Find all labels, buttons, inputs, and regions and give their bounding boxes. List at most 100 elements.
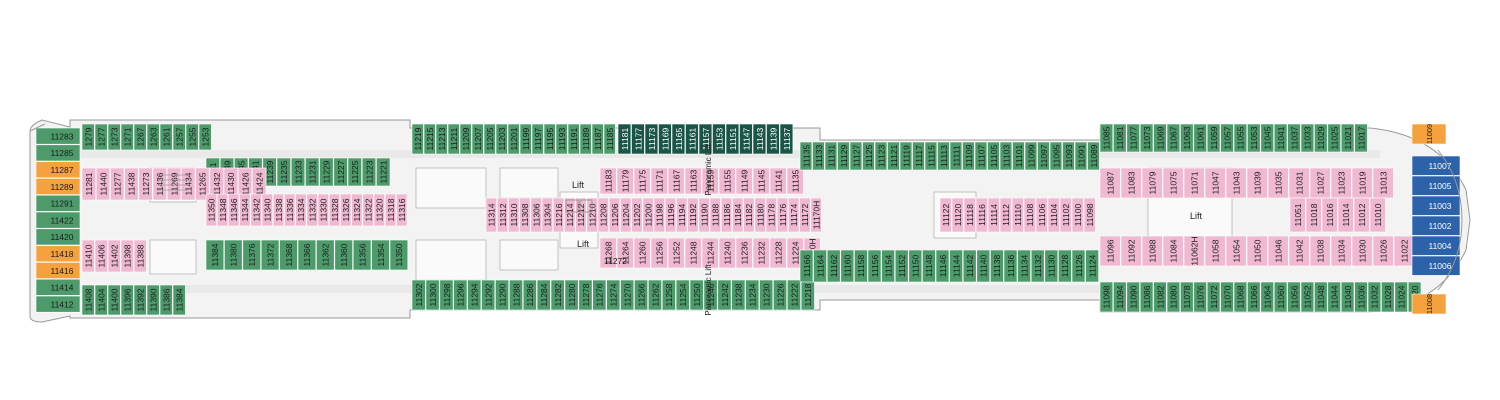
cabin-11136[interactable]: 11136 (1003, 249, 1018, 283)
cabin-11003[interactable]: 11003 (1411, 195, 1461, 216)
cabin-11184[interactable]: 11184 (732, 197, 744, 233)
cabin-11304[interactable]: 11304 (541, 197, 553, 233)
cabin-11155[interactable]: 11155 (718, 167, 736, 195)
cabin-11206[interactable]: 11206 (608, 197, 621, 233)
cabin-11410[interactable]: 11410 (81, 239, 95, 273)
cabin-11288[interactable]: 11288 (508, 279, 523, 311)
cabin-11070[interactable]: 11070 (1220, 281, 1234, 313)
cabin-11183[interactable]: 11183 (599, 167, 617, 195)
cabin-11404[interactable]: 11404 (94, 284, 108, 316)
cabin-11141[interactable]: 11141 (769, 167, 787, 195)
cabin-11124[interactable]: 11124 (1085, 249, 1099, 283)
cabin-11235[interactable]: 11235 (276, 157, 291, 187)
cabin-11032[interactable]: 11032 (1367, 281, 1382, 313)
cabin-11110[interactable]: 11110 (1011, 197, 1024, 233)
cabin-11079[interactable]: 11079 (1141, 167, 1163, 199)
cabin-11075[interactable]: 11075 (1162, 167, 1184, 199)
cabin-11174[interactable]: 11174 (788, 197, 800, 233)
cabin-11171[interactable]: 11171 (650, 167, 668, 195)
cabin-11018[interactable]: 11018 (1305, 197, 1322, 233)
cabin-11384[interactable]: 11384 (172, 284, 186, 316)
cabin-11046[interactable]: 11046 (1267, 235, 1289, 267)
cabin-11163[interactable]: 11163 (684, 167, 702, 195)
cabin-11216[interactable]: 11216 (552, 197, 565, 233)
cabin-11310[interactable]: 11310 (508, 197, 520, 233)
cabin-11060[interactable]: 11060 (1273, 281, 1288, 313)
cabin-11238[interactable]: 11238 (731, 279, 746, 311)
cabin-11368[interactable]: 11368 (279, 239, 298, 271)
cabin-11042[interactable]: 11042 (1288, 235, 1310, 267)
cabin-11298[interactable]: 11298 (439, 279, 454, 311)
cabin-11066[interactable]: 11066 (1247, 281, 1261, 313)
cabin-11037[interactable]: 11037 (1287, 123, 1301, 153)
cabin-11112[interactable]: 11112 (999, 197, 1012, 233)
cabin-11284[interactable]: 11284 (536, 279, 551, 311)
cabin-11094[interactable]: 11094 (1113, 281, 1127, 313)
cabin-11434[interactable]: 11434 (181, 167, 196, 201)
cabin-11224[interactable]: 11224 (786, 237, 804, 269)
cabin-11139[interactable]: 11139 (766, 123, 780, 155)
cabin-11185[interactable]: 11185 (603, 123, 616, 155)
cabin-11278[interactable]: 11278 (578, 279, 593, 311)
cabin-11186[interactable]: 11186 (720, 197, 733, 233)
cabin-11266[interactable]: 11266 (634, 279, 649, 311)
cabin-11138[interactable]: 11138 (990, 249, 1004, 283)
cabin-11039[interactable]: 11039 (1246, 167, 1268, 199)
cabin-11034[interactable]: 11034 (1330, 235, 1352, 267)
cabin-11152[interactable]: 11152 (894, 249, 909, 283)
cabin-11277[interactable]: 11277 (110, 167, 125, 201)
cabin-11082[interactable]: 11082 (1153, 281, 1167, 313)
cabin-11334[interactable]: 11334 (295, 193, 307, 227)
cabin-11330[interactable]: 11330 (317, 193, 329, 227)
cabin-11398[interactable]: 11398 (120, 239, 134, 273)
cabin-11002[interactable]: 11002 (1411, 215, 1461, 236)
cabin-11416[interactable]: 11416 (35, 262, 81, 279)
cabin-11114[interactable]: 11114 (987, 197, 1000, 233)
cabin-11123[interactable]: 11123 (874, 141, 888, 171)
cabin-11314[interactable]: 11314 (485, 197, 497, 233)
cabin-11262[interactable]: 11262 (647, 279, 662, 311)
cabin-11244[interactable]: 11244 (701, 237, 719, 269)
cabin-11109[interactable]: 11109 (962, 141, 975, 171)
cabin-11022[interactable]: 11022 (1393, 235, 1415, 267)
cabin-11350[interactable]: 11350 (389, 239, 409, 271)
cabin-11250[interactable]: 11250 (689, 279, 704, 311)
cabin-11142[interactable]: 11142 (962, 249, 977, 283)
cabin-11402[interactable]: 11402 (107, 239, 121, 273)
cabin-11219[interactable]: 11219 (411, 123, 424, 155)
cabin-1279[interactable]: 1279 (81, 123, 95, 151)
cabin-11203[interactable]: 11203 (495, 123, 508, 155)
cabin-11068[interactable]: 11068 (1233, 281, 1248, 313)
cabin-11135[interactable]: 11135 (799, 141, 813, 171)
cabin-11386[interactable]: 11386 (159, 284, 173, 316)
cabin-11281[interactable]: 11281 (81, 167, 96, 201)
cabin-11290[interactable]: 11290 (495, 279, 509, 311)
cabin-11396[interactable]: 11396 (120, 284, 134, 316)
cabin-11326[interactable]: 11326 (340, 193, 352, 227)
cabin-11111[interactable]: 11111 (949, 141, 963, 171)
cabin-11292[interactable]: 11292 (481, 279, 496, 311)
cabin-11127[interactable]: 11127 (849, 141, 863, 171)
cabin-11147[interactable]: 11147 (739, 123, 753, 155)
cabin-11424[interactable]: 11424 (252, 167, 267, 201)
cabin-11312[interactable]: 11312 (496, 197, 509, 233)
cabin-11324[interactable]: 11324 (351, 193, 363, 227)
cabin-11085[interactable]: 11085 (1099, 123, 1114, 153)
cabin-11012[interactable]: 11012 (1353, 197, 1370, 233)
cabin-11175[interactable]: 11175 (633, 167, 651, 195)
cabin-11160[interactable]: 11160 (840, 249, 855, 283)
cabin-11191[interactable]: 11191 (567, 123, 580, 155)
cabin-11360[interactable]: 11360 (334, 239, 353, 271)
cabin-11101[interactable]: 11101 (1012, 141, 1025, 171)
cabin-11205[interactable]: 11205 (483, 123, 496, 155)
cabin-11053[interactable]: 11053 (1247, 123, 1261, 153)
cabin-11372[interactable]: 11372 (260, 239, 280, 271)
cabin-11256[interactable]: 11256 (650, 237, 668, 269)
cabin-11102[interactable]: 11102 (1059, 197, 1072, 233)
cabin-11048[interactable]: 11048 (1314, 281, 1328, 313)
cabin-11143[interactable]: 11143 (752, 123, 767, 155)
cabin-11016[interactable]: 11016 (1321, 197, 1338, 233)
cabin-11322[interactable]: 11322 (362, 193, 374, 227)
cabin-11388[interactable]: 11388 (133, 239, 147, 273)
cabin-11221[interactable]: 11221 (376, 157, 391, 187)
